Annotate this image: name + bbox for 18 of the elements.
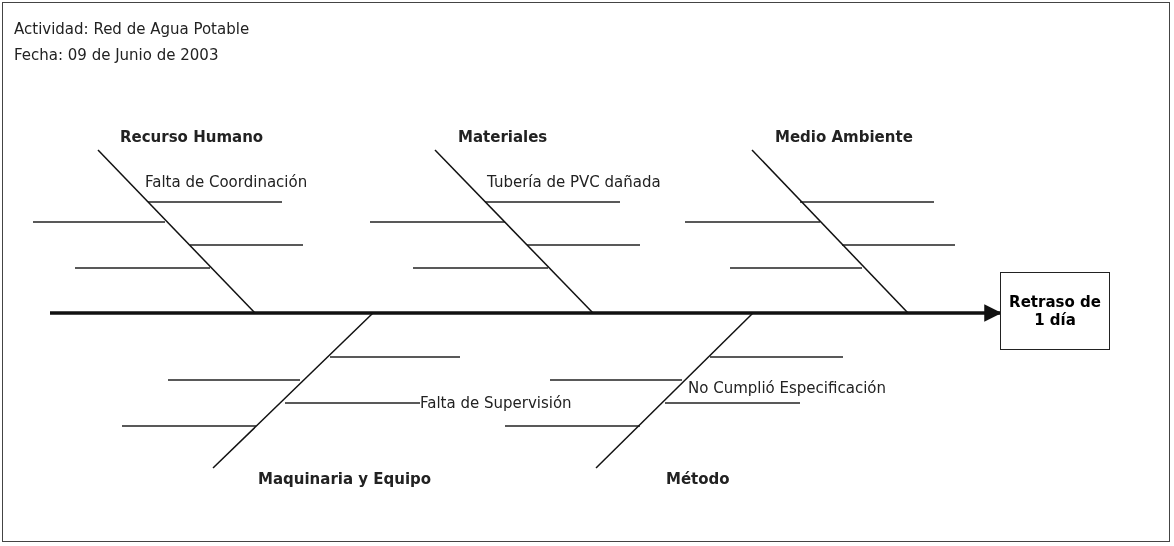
cause-bone: [751, 149, 909, 314]
header-text: Fecha: 09 de Junio de 2003: [14, 46, 219, 64]
cause-bone: [97, 149, 256, 314]
category-label: Método: [666, 470, 730, 488]
category-label: Recurso Humano: [120, 128, 264, 146]
cause-text: No Cumplió Especificación: [688, 379, 886, 397]
cause-text: Falta de Supervisión: [420, 394, 572, 412]
spine-arrow: [50, 304, 1002, 322]
cause-bone: [212, 312, 374, 469]
category-label: Materiales: [458, 128, 548, 146]
header-text: Actividad: Red de Agua Potable: [14, 20, 250, 38]
effect-box: Retraso de 1 día: [1000, 272, 1110, 350]
cause-text: Falta de Coordinación: [145, 173, 308, 191]
category-label: Maquinaria y Equipo: [258, 470, 432, 488]
cause-bone: [434, 149, 594, 314]
cause-bone: [595, 312, 754, 469]
cause-text: Tubería de PVC dañada: [487, 173, 661, 191]
category-label: Medio Ambiente: [775, 128, 913, 146]
